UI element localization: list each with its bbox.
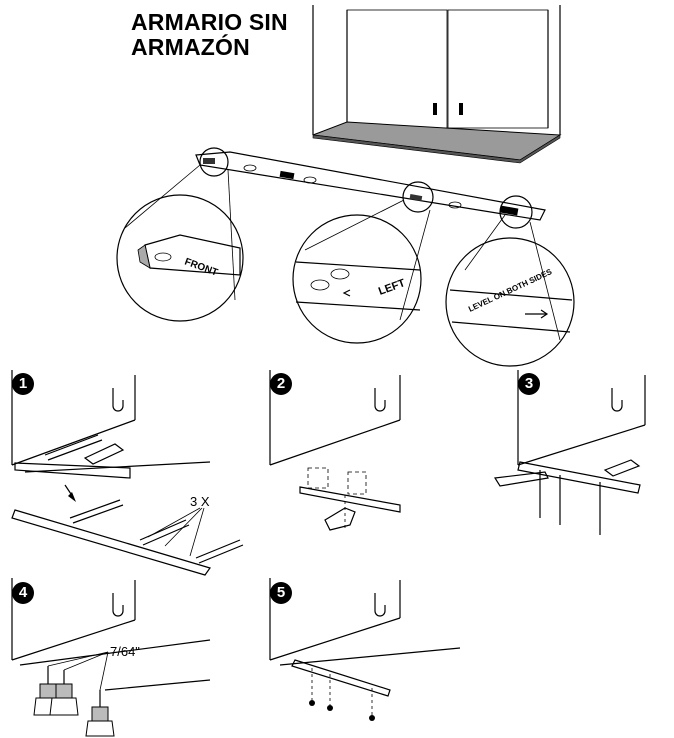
level-label: LEVEL ON BOTH SIDES bbox=[467, 267, 554, 314]
step-4-badge: 4 bbox=[12, 582, 34, 604]
step-1-illustration bbox=[11, 370, 244, 576]
front-label: FRONT bbox=[183, 256, 219, 278]
step-1-badge: 1 bbox=[12, 373, 34, 395]
step-5-badge: 5 bbox=[270, 582, 292, 604]
title-line-1: ARMARIO SIN bbox=[131, 9, 288, 35]
bracket-strip bbox=[195, 151, 546, 221]
step-5-illustration bbox=[269, 578, 461, 721]
zoom-circle-left: FRONT bbox=[116, 147, 244, 322]
zoom-circle-middle: LEFT bbox=[292, 181, 434, 344]
cabinet-illustration bbox=[312, 5, 562, 164]
quantity-callout: 3 X bbox=[190, 494, 210, 509]
step-3-badge: 3 bbox=[518, 373, 540, 395]
left-label: LEFT bbox=[377, 277, 407, 298]
step-2-illustration bbox=[269, 370, 401, 531]
zoom-circle-right: LEVEL ON BOTH SIDES bbox=[445, 195, 575, 367]
step-2-badge: 2 bbox=[270, 373, 292, 395]
drill-size-callout: 7/64" bbox=[110, 644, 140, 659]
title-line-2: ARMAZÓN bbox=[131, 34, 250, 60]
step-3-illustration bbox=[493, 370, 646, 535]
